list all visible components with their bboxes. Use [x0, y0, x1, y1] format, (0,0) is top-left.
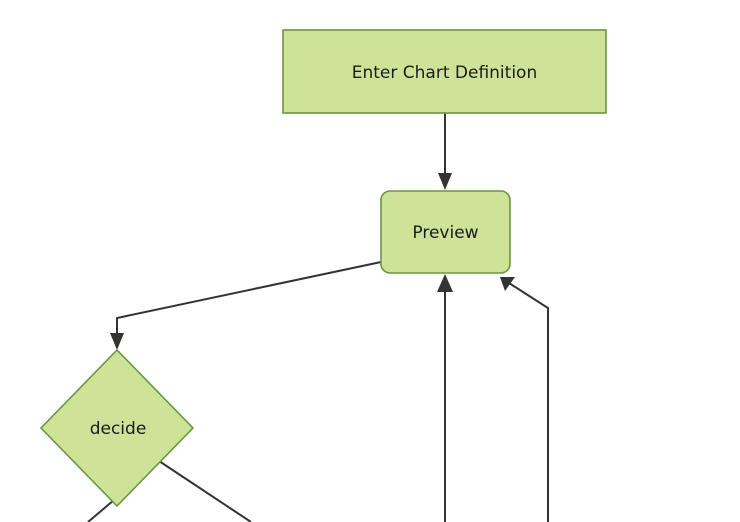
- edge-bottom-right-to-preview-arrowhead: [500, 277, 515, 291]
- node-enter-chart-definition[interactable]: Enter Chart Definition: [282, 29, 607, 114]
- enter-chart-definition-label: Enter Chart Definition: [352, 63, 537, 83]
- enter-chart-definition-shape[interactable]: [282, 29, 607, 114]
- decide-label: decide: [90, 419, 147, 439]
- edge-decide-bottom-right-line: [158, 460, 252, 522]
- edge-preview-to-decide-arrowhead: [110, 333, 124, 350]
- edge-enter-to-preview: [438, 113, 452, 190]
- edge-bottom-center-to-preview-arrowhead: [437, 274, 453, 292]
- edge-decide-bottom-left: [87, 499, 115, 522]
- edge-bottom-right-to-preview-line: [508, 282, 549, 522]
- edge-bottom-right-to-preview: [500, 277, 549, 522]
- edge-preview-to-decide-line: [116, 261, 382, 340]
- preview-label: Preview: [412, 223, 478, 243]
- preview-shape[interactable]: [380, 190, 511, 274]
- node-preview[interactable]: Preview: [380, 190, 511, 274]
- edge-bottom-center-to-preview: [437, 274, 453, 522]
- edge-decide-bottom-right: [158, 460, 252, 522]
- edge-preview-to-decide: [110, 261, 382, 350]
- node-decide[interactable]: decide: [39, 348, 195, 508]
- decide-shape[interactable]: [39, 348, 195, 508]
- edge-enter-to-preview-arrowhead: [438, 173, 452, 190]
- edge-decide-bottom-left-line: [87, 499, 115, 522]
